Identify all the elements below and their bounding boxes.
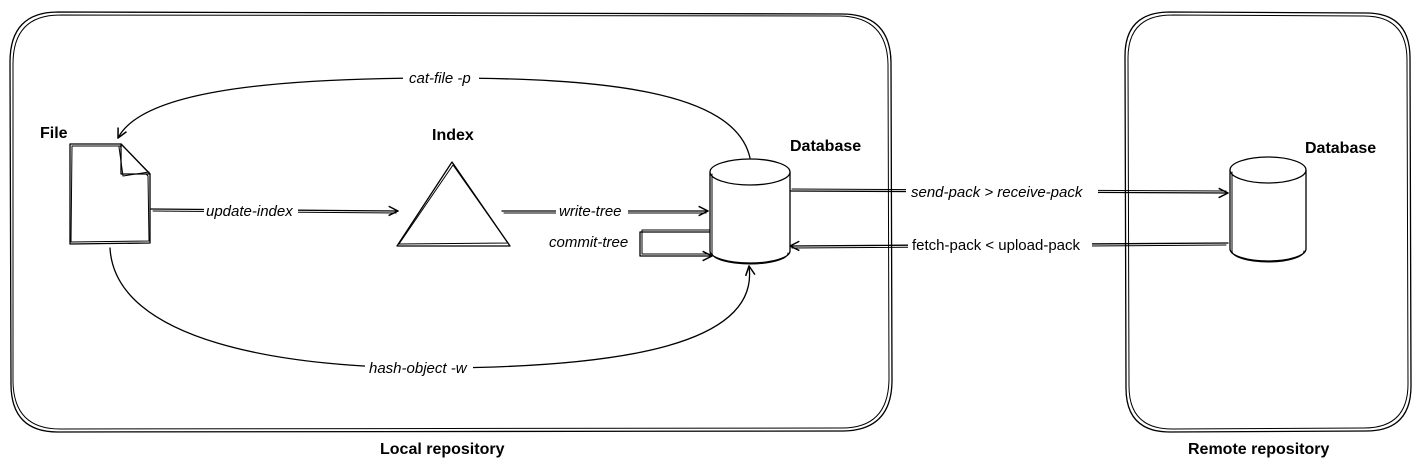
cat-file-label: cat-file -p [409, 70, 471, 87]
index-label: Index [432, 127, 474, 144]
local-repository-box [9, 11, 893, 433]
file-label: File [40, 125, 68, 142]
file-icon [69, 143, 151, 245]
remote-database-icon [1229, 156, 1307, 263]
remote-repository-box [1124, 11, 1412, 433]
index-triangle-icon [396, 161, 511, 247]
remote-database-label: Database [1305, 140, 1376, 157]
remote-repository-title: Remote repository [1188, 441, 1329, 458]
write-tree-label: write-tree [559, 203, 622, 220]
fetch-pack-label: fetch-pack < upload-pack [912, 237, 1081, 254]
send-pack-label: send-pack > receive-pack [911, 184, 1084, 201]
local-database-icon [709, 158, 791, 265]
hash-object-label: hash-object -w [369, 360, 468, 377]
cat-file-arrow [117, 77, 751, 159]
hash-object-arrow [109, 247, 756, 369]
update-index-label: update-index [206, 203, 293, 220]
local-database-label: Database [790, 138, 861, 155]
commit-tree-label: commit-tree [549, 234, 628, 251]
commit-tree-arrow [639, 231, 713, 262]
local-repository-title: Local repository [380, 441, 505, 458]
